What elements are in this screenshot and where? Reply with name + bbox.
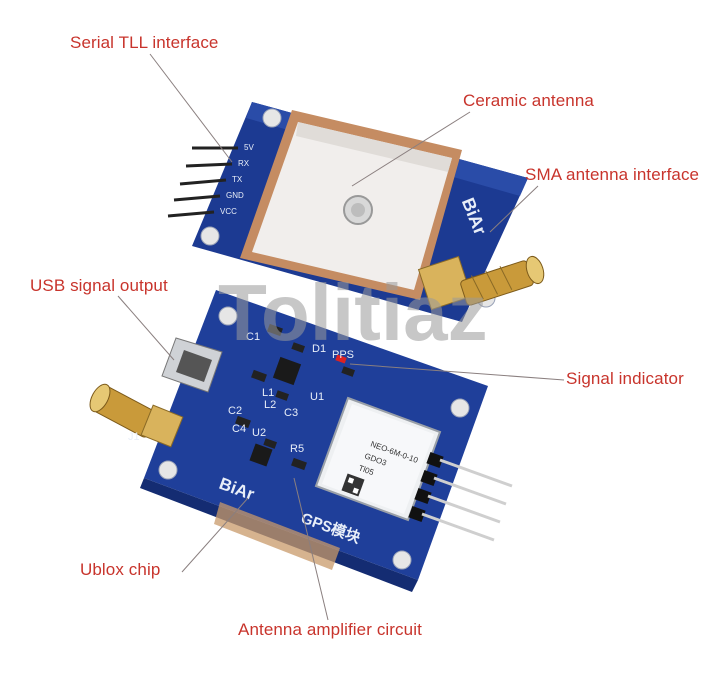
component-label: L2 <box>264 399 276 411</box>
component-label: C2 <box>228 405 242 417</box>
component-label: U1 <box>310 391 324 403</box>
pin-label: VCC <box>220 207 237 216</box>
sma-connector-back <box>417 255 545 311</box>
ceramic-antenna <box>240 110 462 300</box>
label-serial-ttl-interface: Serial TLL interface <box>70 33 219 52</box>
pin-label: 5V <box>244 143 254 152</box>
component-label: J1 <box>128 431 140 443</box>
component-label: C3 <box>284 407 298 419</box>
component-label: PPS <box>332 349 354 361</box>
pin-label: RX <box>238 159 250 168</box>
component-label: U2 <box>252 427 266 439</box>
label-sma-antenna-interface: SMA antenna interface <box>525 165 700 184</box>
pin-label: TX <box>232 175 243 184</box>
header-pins-front <box>408 451 513 542</box>
electronics-board: NEO-6M-0-10 GDO3 Tl05 C1 C2 C3 C4 L1 L2 … <box>89 290 513 592</box>
sma-connector-front <box>89 383 184 448</box>
label-usb-signal-output: USB signal output <box>30 276 168 295</box>
label-ceramic-antenna: Ceramic antenna <box>463 91 594 110</box>
smd-components <box>235 323 356 471</box>
pin-label: GND <box>226 191 244 200</box>
watermark: Tolitiaz <box>218 268 488 357</box>
label-ublox-chip: Ublox chip <box>80 560 161 579</box>
component-label: L1 <box>262 387 274 399</box>
ublox-chip: NEO-6M-0-10 GDO3 Tl05 <box>314 396 442 522</box>
component-label: C4 <box>232 423 246 435</box>
component-label: C1 <box>246 331 260 343</box>
leader-lines <box>117 53 565 621</box>
component-label: D1 <box>312 343 326 355</box>
label-signal-indicator: Signal indicator <box>566 369 684 388</box>
label-antenna-amplifier-circuit: Antenna amplifier circuit <box>238 620 422 639</box>
header-pins-back <box>167 146 238 218</box>
component-label: R5 <box>290 443 304 455</box>
usb-port <box>161 337 223 393</box>
